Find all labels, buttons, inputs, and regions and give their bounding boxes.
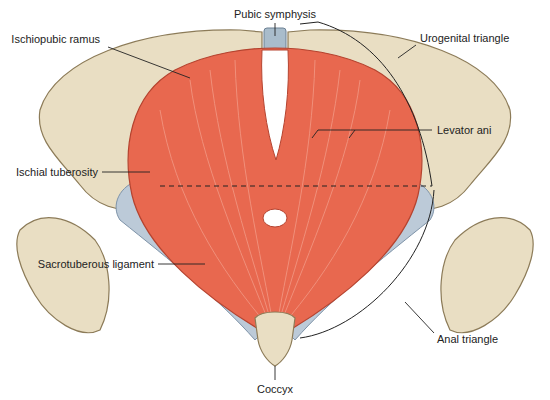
part-label: Coccyx (257, 383, 293, 396)
part-label: Urogenital triangle (420, 32, 509, 45)
part-label: Pubic symphysis (234, 8, 316, 21)
part-label: Ischiopubic ramus (11, 33, 100, 46)
part-label: Anal triangle (437, 333, 498, 346)
part-label: Ischial tuberosity (16, 166, 98, 179)
part-label: Levator ani (437, 124, 491, 137)
part-label: Sacrotuberous ligament (38, 258, 154, 271)
